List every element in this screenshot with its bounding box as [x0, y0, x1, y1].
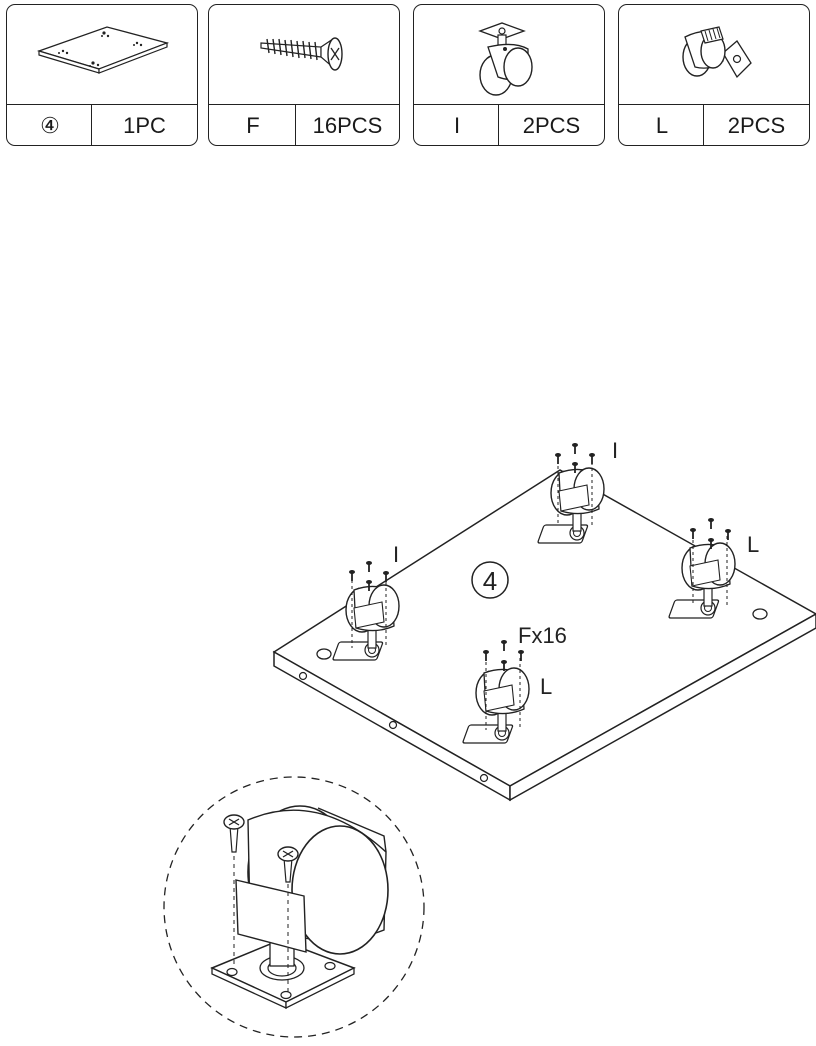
- part-card-caster-plain: I 2PCS: [413, 4, 605, 146]
- part-card-screw: F 16PCS: [208, 4, 400, 146]
- screw-callout: Fx16: [518, 623, 567, 648]
- part-card-panel: ④ 1PC: [6, 4, 198, 146]
- panel-number-circle: [471, 561, 509, 599]
- part-quantity: 2PCS: [498, 105, 604, 145]
- caster-right: [667, 517, 736, 619]
- caster-label: L: [540, 674, 552, 699]
- caster-front: [461, 639, 530, 744]
- caster-label: L: [747, 532, 759, 557]
- part-code: L: [655, 113, 669, 138]
- panel-number-label: 4: [483, 566, 497, 596]
- detail-screw: [223, 814, 245, 853]
- part-code: I: [453, 113, 461, 138]
- caster-brake-icon: [682, 26, 752, 79]
- part-code: ④: [40, 113, 60, 138]
- part-quantity: 2PCS: [703, 105, 809, 145]
- panel-board: [272, 469, 816, 802]
- caster-plain-icon: [478, 22, 533, 96]
- part-image: [619, 5, 809, 105]
- part-quantity: 16PCS: [295, 105, 399, 145]
- part-image: [414, 5, 604, 105]
- part-image: [7, 5, 197, 105]
- caster-top: [536, 442, 605, 544]
- parts-list: ④ 1PC F 16PCS: [0, 0, 816, 150]
- part-quantity: 1PC: [91, 105, 197, 145]
- panel-icon: [36, 26, 170, 74]
- caster-label: I: [612, 438, 618, 463]
- detail-view: [163, 776, 425, 1038]
- part-image: [209, 5, 399, 105]
- part-code: F: [246, 113, 260, 138]
- screw-icon: [260, 37, 343, 71]
- caster-label: I: [393, 542, 399, 567]
- caster-left: [331, 560, 400, 661]
- part-card-caster-brake: L 2PCS: [618, 4, 810, 146]
- detail-screw: [277, 846, 299, 883]
